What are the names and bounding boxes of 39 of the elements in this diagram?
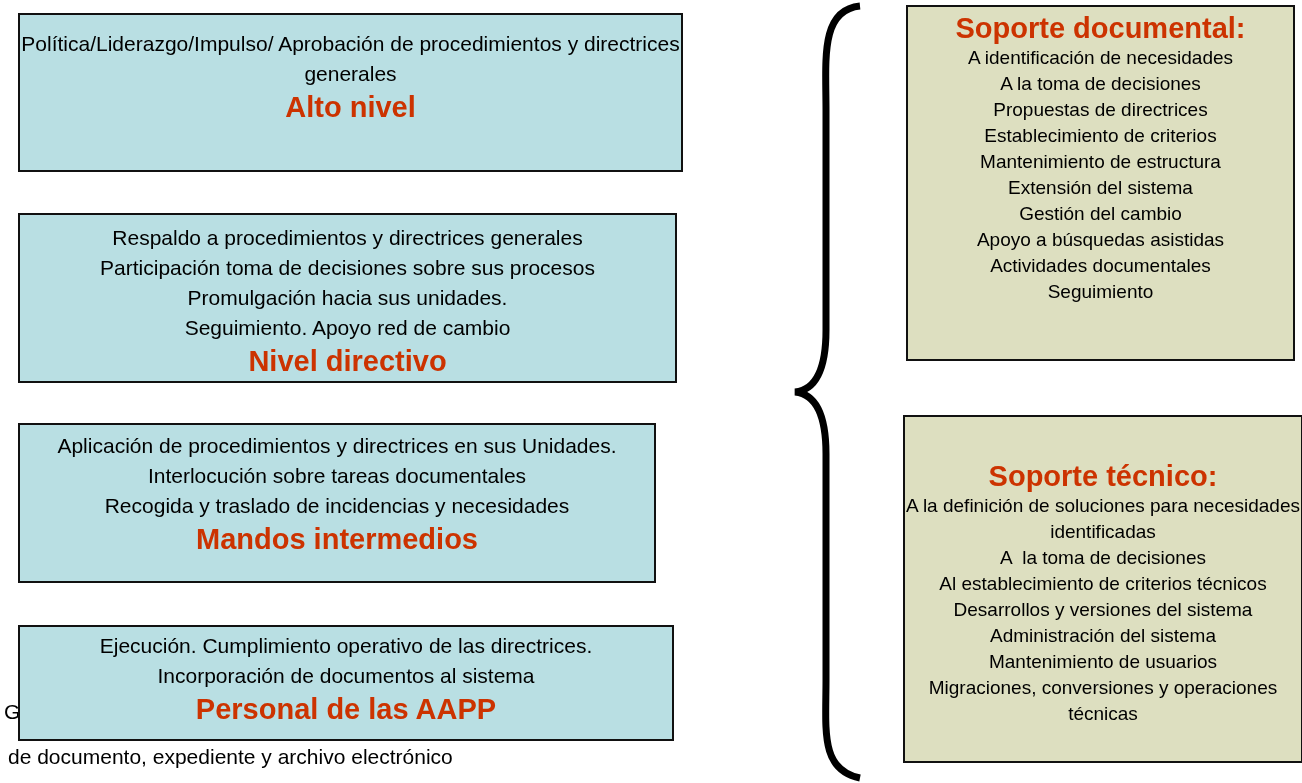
item-text: Política/Liderazgo/Impulso/ Aprobación de procedimientos y directrices generales [20, 31, 681, 87]
text-box [18, 625, 674, 741]
item-text: Apoyo a búsquedas asistidas [976, 228, 1225, 252]
text-box [18, 13, 683, 172]
item-text: Establecimiento de criterios [984, 124, 1217, 148]
item-text: A la definición de soluciones para necesidades identificadas [905, 494, 1301, 544]
item-text: Propuestas de directrices [993, 98, 1208, 122]
level-heading: Soporte técnico: [988, 459, 1218, 493]
level-heading: Soporte documental: [955, 11, 1246, 45]
level-heading: Personal de las AAPP [195, 692, 497, 727]
item-text: Ejecución. Cumplimiento operativo de las directrices. [99, 633, 593, 659]
text-box [18, 213, 677, 383]
item-text: Administración del sistema [990, 624, 1216, 648]
text-box [903, 415, 1302, 763]
item-text: Promulgación hacia sus unidades. [187, 285, 508, 311]
item-text: Al establecimiento de criterios técnicos [939, 572, 1267, 596]
item-text: Respaldo a procedimientos y directrices generales [112, 225, 583, 251]
text-box [18, 423, 656, 583]
text-box [906, 5, 1295, 361]
item-text: A la toma de decisiones [1000, 546, 1206, 570]
item-text: Seguimiento. Apoyo red de cambio [184, 315, 511, 341]
item-text: Gestión del cambio [1019, 202, 1182, 226]
item-text: A identificación de necesidades [967, 46, 1234, 70]
level-heading: Nivel directivo [248, 344, 447, 379]
item-text: Mantenimiento de usuarios [988, 650, 1218, 674]
level-heading: Mandos intermedios [196, 522, 478, 557]
footer-text: de documento, expediente y archivo electrónico [8, 745, 453, 769]
item-text: Desarrollos y versiones del sistema [953, 598, 1253, 622]
item-text: A la toma de decisiones [1000, 72, 1201, 96]
item-text: Extensión del sistema [1008, 176, 1193, 200]
item-text: Actividades documentales [990, 254, 1211, 278]
item-text: Participación toma de decisiones sobre sus procesos [100, 255, 595, 281]
item-text: Mantenimiento de estructura [980, 150, 1221, 174]
item-text: Recogida y traslado de incidencias y necesidades [104, 493, 570, 519]
item-text: Migraciones, conversiones y operaciones técnicas [927, 676, 1279, 726]
item-text: Aplicación de procedimientos y directrices en sus Unidades. Interlocución sobre tareas documentales [56, 433, 618, 489]
level-heading: Alto nivel [285, 90, 416, 125]
item-text: Incorporación de documentos al sistema [157, 663, 535, 689]
item-text: Seguimiento [1047, 280, 1154, 304]
